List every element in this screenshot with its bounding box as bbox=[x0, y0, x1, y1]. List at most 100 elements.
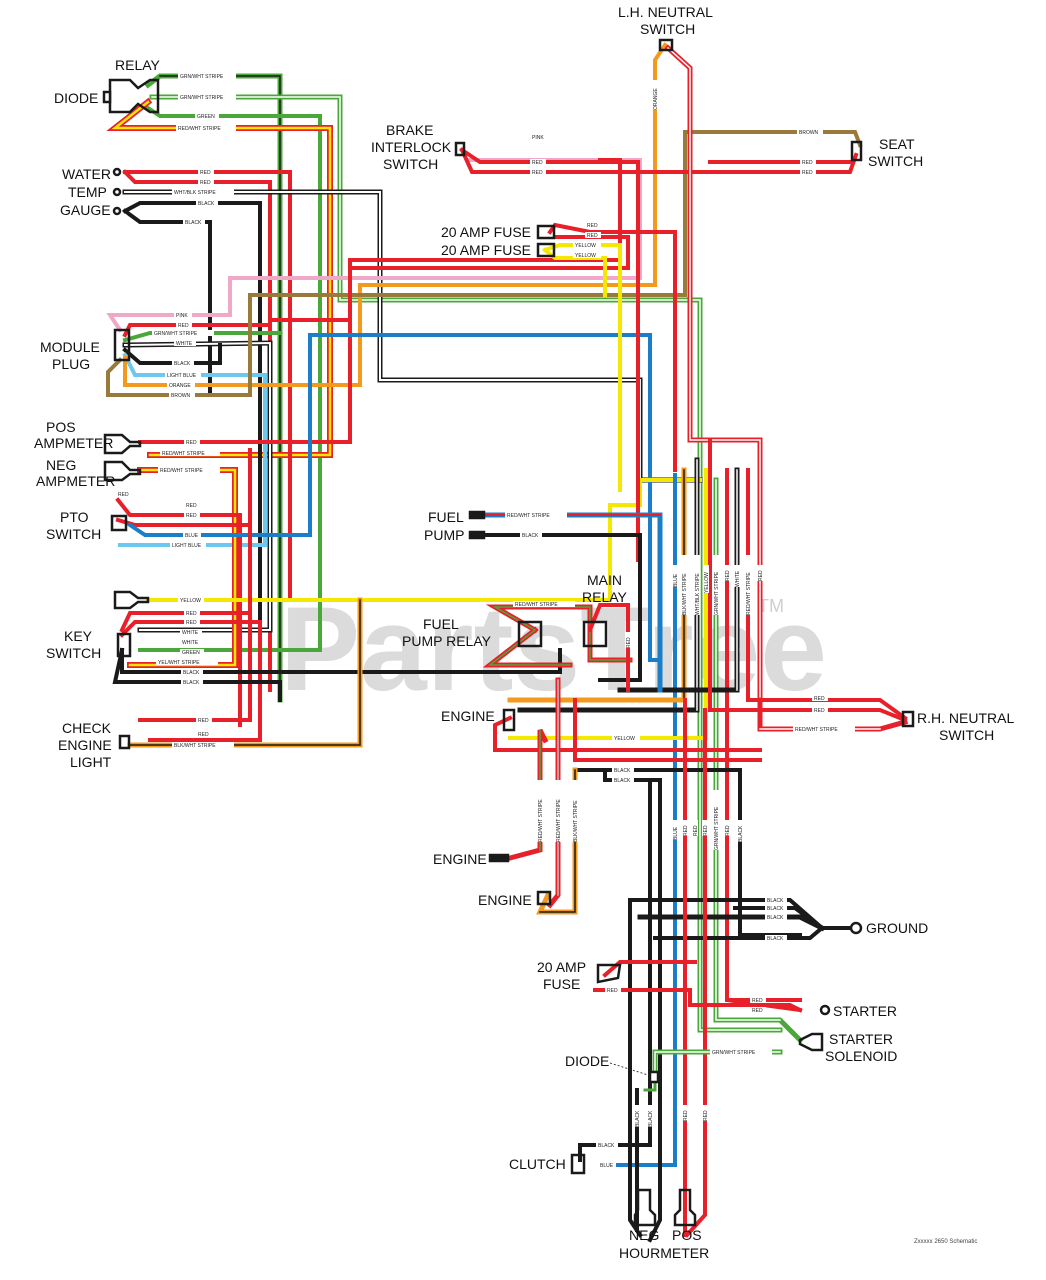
label-key-switch: SWITCH bbox=[46, 645, 101, 661]
svg-text:RED/WHT STRIPE: RED/WHT STRIPE bbox=[162, 451, 205, 457]
engine-2-symbol bbox=[488, 853, 510, 863]
label-neg-ampmeter-2: AMPMETER bbox=[36, 473, 115, 489]
wl-key-2: RED bbox=[184, 610, 200, 617]
svg-text:RED: RED bbox=[198, 718, 209, 724]
svg-text:YELLOW: YELLOW bbox=[704, 572, 710, 593]
svg-text:RED: RED bbox=[198, 732, 209, 738]
wl-vb-5: GRN/WHT STRIPE bbox=[713, 555, 720, 615]
label-main: MAIN bbox=[587, 572, 622, 588]
wl-pto-1: RED bbox=[116, 491, 132, 498]
wire-mp-grn-wht bbox=[122, 331, 282, 343]
label-interlock: INTERLOCK bbox=[371, 139, 452, 155]
svg-text:GRN/WHT STRIPE: GRN/WHT STRIPE bbox=[714, 806, 720, 850]
wl-key-1: YELLOW bbox=[178, 597, 204, 604]
label-water: WATER bbox=[62, 166, 111, 182]
wire-key-yellow bbox=[146, 478, 702, 602]
svg-text:WHT/BLK STRIPE: WHT/BLK STRIPE bbox=[695, 573, 701, 615]
wl-vb-3: WHT/BLK STRIPE bbox=[694, 555, 701, 615]
wl-brake-2: RED bbox=[530, 159, 546, 166]
brake-interlock-symbol bbox=[454, 141, 466, 157]
wl-negamp-1: RED/WHT STRIPE bbox=[158, 467, 220, 474]
label-pto: PTO bbox=[60, 509, 89, 525]
wl-mp-5: BLACK bbox=[172, 360, 194, 367]
svg-text:RED: RED bbox=[587, 233, 598, 239]
svg-text:GRN/WHT STRIPE: GRN/WHT STRIPE bbox=[712, 1050, 756, 1056]
wire-mp-orange bbox=[123, 42, 668, 387]
svg-text:RED: RED bbox=[532, 170, 543, 176]
fuse-3-symbol bbox=[596, 963, 622, 984]
label-seat: SEAT bbox=[879, 136, 915, 152]
wtg-terminal-1 bbox=[112, 167, 122, 177]
label-fuel: FUEL bbox=[428, 509, 464, 525]
wl-clutch-2: BLUE bbox=[598, 1162, 616, 1169]
wl-hm-3: RED bbox=[682, 1105, 689, 1121]
svg-text:YELLOW: YELLOW bbox=[180, 598, 201, 604]
label-pump: PUMP bbox=[424, 527, 464, 543]
svg-text:BLACK: BLACK bbox=[522, 533, 539, 539]
wl-gnd-3: BLACK bbox=[765, 914, 787, 921]
wl-cel-2: RED bbox=[196, 731, 212, 738]
engine-1-symbol bbox=[502, 708, 516, 732]
svg-text:BLK/WHT STRIPE: BLK/WHT STRIPE bbox=[174, 743, 216, 749]
label-temp: TEMP bbox=[68, 184, 107, 200]
svg-text:RED: RED bbox=[200, 170, 211, 176]
label-engine-cel: ENGINE bbox=[58, 737, 112, 753]
svg-text:RED/WHT STRIPE: RED/WHT STRIPE bbox=[746, 572, 752, 615]
check-engine-light-symbol bbox=[118, 734, 131, 750]
svg-text:ORANGE: ORANGE bbox=[169, 383, 191, 389]
wl-key-6: GREEN bbox=[180, 649, 204, 656]
svg-text:RED: RED bbox=[802, 160, 813, 166]
wire-pos-amp-red bbox=[138, 260, 352, 444]
hourmeter-neg-symbol bbox=[633, 1188, 657, 1227]
wire-wtg-black-2 bbox=[122, 208, 212, 397]
svg-text:BLACK: BLACK bbox=[598, 1143, 615, 1149]
wl-posamp-2: RED/WHT STRIPE bbox=[160, 450, 220, 457]
wl-mp-1: PINK bbox=[174, 312, 192, 319]
neg-ampmeter-symbol bbox=[103, 460, 142, 482]
label-relay: RELAY bbox=[115, 57, 161, 73]
svg-text:BLUE: BLUE bbox=[673, 573, 679, 587]
label-brake: BRAKE bbox=[386, 122, 433, 138]
ground-ring-symbol bbox=[849, 921, 863, 935]
svg-text:RED: RED bbox=[683, 1110, 689, 1121]
svg-text:YEL/WHT STRIPE: YEL/WHT STRIPE bbox=[158, 660, 200, 666]
label-check: CHECK bbox=[62, 720, 112, 736]
wire-low-red-fuse-2 bbox=[593, 988, 803, 1013]
svg-text:RED: RED bbox=[703, 1110, 709, 1121]
watermark-tm: TM bbox=[758, 596, 784, 616]
wl-pto-4: BLUE bbox=[183, 532, 201, 539]
fuel-pump-terminal-1 bbox=[468, 510, 486, 520]
wire-rh-red bbox=[708, 438, 908, 723]
label-pos-ampmeter-1: POS bbox=[46, 419, 76, 435]
fuse-2-symbol bbox=[536, 242, 556, 258]
wl-wtg-5: BLACK bbox=[183, 219, 205, 226]
svg-text:BLACK: BLACK bbox=[183, 680, 200, 686]
wl-lh-1: ORANGE bbox=[652, 80, 659, 110]
wire-key-red-2 bbox=[119, 620, 262, 742]
wl-seat-2: RED bbox=[800, 159, 816, 166]
main-relay-symbol bbox=[582, 620, 608, 648]
label-rh-switch: SWITCH bbox=[939, 727, 994, 743]
svg-text:RED: RED bbox=[186, 513, 197, 519]
svg-text:RED: RED bbox=[607, 988, 618, 994]
svg-text:BLK/WHT STRIPE: BLK/WHT STRIPE bbox=[573, 800, 579, 842]
wire-pto-blue bbox=[127, 333, 662, 662]
wl-mp-7: ORANGE bbox=[167, 382, 195, 389]
wire-brake-red-1 bbox=[459, 147, 640, 562]
label-seat-switch: SWITCH bbox=[868, 153, 923, 169]
wl-rh-2: RED bbox=[812, 707, 828, 714]
svg-text:RED: RED bbox=[683, 825, 689, 836]
svg-text:YELLOW: YELLOW bbox=[614, 736, 635, 742]
wl-fp-2: BLACK bbox=[520, 532, 542, 539]
label-hourmeter-pos: POS bbox=[672, 1227, 702, 1243]
wire-labels: GRN/WHT STRIPE GRN/WHT STRIPE GREEN RED/… bbox=[116, 73, 855, 1169]
svg-text:WHT/BLK STRIPE: WHT/BLK STRIPE bbox=[174, 190, 216, 196]
label-main-relay: RELAY bbox=[582, 589, 628, 605]
label-engine-2: ENGINE bbox=[433, 851, 487, 867]
svg-text:BLUE: BLUE bbox=[185, 533, 199, 539]
svg-text:RED: RED bbox=[752, 1008, 763, 1014]
wl-relay-4: RED/WHT STRIPE bbox=[176, 125, 236, 132]
wl-hm-2: BLACK bbox=[647, 1105, 654, 1127]
svg-text:RED: RED bbox=[802, 170, 813, 176]
